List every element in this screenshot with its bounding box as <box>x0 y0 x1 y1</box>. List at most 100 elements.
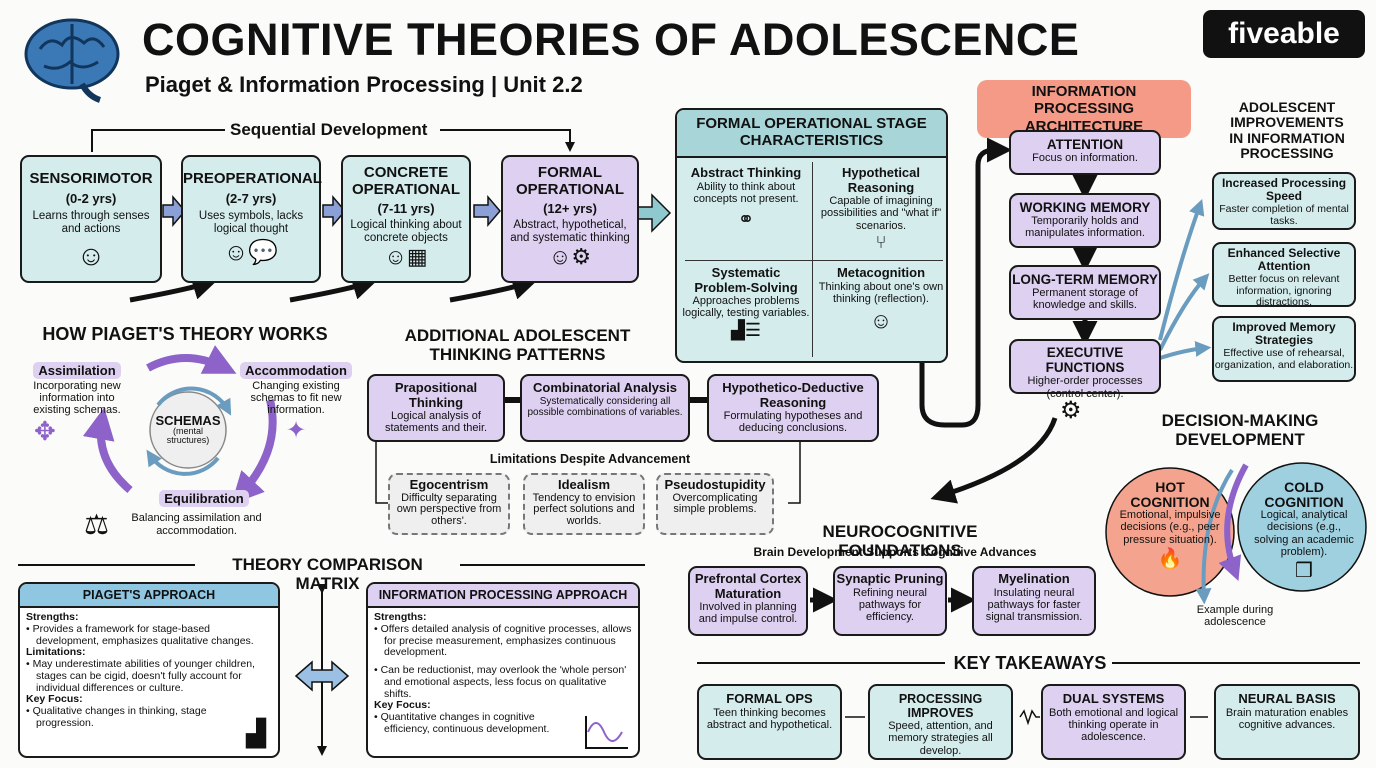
list-item: • Offers detailed analysis of cognitive … <box>374 622 632 659</box>
card-title: INFORMATION PROCESSING APPROACH <box>368 584 638 608</box>
schemas-center: SCHEMAS (mental structures) <box>155 414 221 445</box>
takeaway-title: DUAL SYSTEMS <box>1062 691 1165 706</box>
schemas-label: SCHEMAS <box>155 413 221 428</box>
cell-title: Systematic Problem-Solving <box>694 265 798 295</box>
neuro-pruning: Synaptic Pruning Refining neural pathway… <box>833 566 947 636</box>
stage-title: FORMAL OPERATIONAL <box>515 164 625 198</box>
page-title: COGNITIVE THEORIES OF ADOLESCENCE <box>142 14 1080 65</box>
ip-executive: EXECUTIVE FUNCTIONS Higher-order process… <box>1009 339 1161 400</box>
focus-label: Key Focus: <box>26 693 83 706</box>
formal-cell-systematic: Systematic Problem-Solving Approaches pr… <box>682 265 810 340</box>
pattern-propositional: Prapositional Thinking Logical analysis … <box>367 374 505 442</box>
cell-title: Metacognition <box>836 265 926 280</box>
head-thought-icon: ☺ <box>869 308 893 334</box>
improve-speed: Increased Processing Speed Faster comple… <box>1212 172 1356 230</box>
cold-title: COLD COGNITION <box>1264 479 1344 510</box>
equilibration-block: Equilibration ⚖ Balancing assimilation a… <box>84 490 284 541</box>
gears-dashboard-icon: ⚙ <box>1060 397 1082 424</box>
wave-graph-icon <box>585 716 628 749</box>
ip-desc: Permanent storage of knowledge and skill… <box>1032 287 1138 312</box>
takeaway-desc: Speed, attention, and memory strategies … <box>888 720 993 757</box>
neuro-desc: Insulating neural pathways for faster si… <box>985 586 1083 624</box>
stage-title: CONCRETE OPERATIONAL <box>351 164 461 198</box>
stage-title: SENSORIMOTOR <box>29 170 153 187</box>
focus-label: Key Focus: <box>374 699 431 712</box>
page-subtitle: Piaget & Information Processing | Unit 2… <box>145 72 583 97</box>
accommodation-desc: Changing existing schemas to fit new inf… <box>250 380 342 417</box>
takeaway-desc: Both emotional and logical thinking oper… <box>1048 706 1179 744</box>
decision-heading: DECISION-MAKING DEVELOPMENT <box>1161 411 1319 449</box>
list-item: • Provides a framework for stage-based d… <box>26 622 254 647</box>
improve-desc: Effective use of rehearsal, organization… <box>1214 346 1354 371</box>
stage-desc: Abstract, hypothetical, and systematic t… <box>510 219 630 245</box>
baby-icon: ☺ <box>76 240 106 272</box>
equilibration-desc: Balancing assimilation and accommodation… <box>131 512 262 537</box>
improve-title: Enhanced Selective Attention <box>1227 246 1341 274</box>
equilibration-label: Equilibration <box>159 490 249 507</box>
cold-desc: Logical, analytical decisions (e.g., sol… <box>1254 509 1354 558</box>
limit-idealism: Idealism Tendency to envision perfect so… <box>523 473 645 535</box>
ice-cube-icon: ❒ <box>1295 559 1313 582</box>
expand-shape-icon: ✦ <box>285 417 307 445</box>
child-blocks-icon: ☺▦ <box>384 243 428 269</box>
ip-desc: Focus on information. <box>1032 152 1138 165</box>
stage-age: (2-7 yrs) <box>225 190 277 206</box>
formal-cell-abstract: Abstract Thinking Ability to think about… <box>682 165 810 232</box>
ip-long-term-memory: LONG-TERM MEMORY Permanent storage of kn… <box>1009 265 1161 320</box>
stage-age: (7-11 yrs) <box>377 200 435 216</box>
hot-desc: Emotional, impulsive decisions (e.g., pe… <box>1119 509 1221 546</box>
card-title: PIAGET'S APPROACH <box>20 584 278 608</box>
limitations-label: Limitations: <box>26 646 86 659</box>
flame-icon: 🔥 <box>1157 547 1183 570</box>
stage-preoperational: PREOPERATIONAL (2-7 yrs) Uses symbols, l… <box>181 155 322 283</box>
formal-cell-hypothetical: Hypothetical Reasoning Capable of imagin… <box>817 165 945 252</box>
cell-title: Abstract Thinking <box>690 165 802 180</box>
neuro-title: Synaptic Pruning <box>836 571 944 586</box>
pattern-title: Combinatorial Analysis <box>533 380 677 395</box>
ip-desc: Temporarily holds and manipulates inform… <box>1025 215 1145 240</box>
limit-egocentrism: Egocentrism Difficulty separating own pe… <box>388 473 510 535</box>
cell-title: Hypothetical Reasoning <box>841 165 920 195</box>
limit-desc: Difficulty separating own perspective fr… <box>396 491 502 527</box>
stairs-ladder-icon: ▟☰ <box>731 319 761 340</box>
piaget-heading: HOW PIAGET'S THEORY WORKS <box>42 324 328 344</box>
neuro-desc: Refining neural pathways for efficiency. <box>853 586 927 624</box>
takeaway-dual-systems: DUAL SYSTEMS Both emotional and logical … <box>1041 684 1186 760</box>
improve-heading: ADOLESCENT IMPROVEMENTS IN INFORMATION P… <box>1229 99 1345 162</box>
takeaway-title: NEURAL BASIS <box>1238 691 1336 706</box>
decision-note: Example during adolescence <box>1196 604 1274 628</box>
limit-pseudostupidity: Pseudostupidity Overcomplicating simple … <box>656 473 774 535</box>
fiveable-logo: fiveable <box>1203 10 1365 58</box>
network-icon: ⚭ <box>737 209 755 232</box>
takeaway-desc: Teen thinking becomes abstract and hypot… <box>706 706 833 731</box>
ip-title: ATTENTION <box>1046 137 1124 152</box>
hot-title: HOT COGNITION <box>1130 479 1210 510</box>
takeaway-neural-basis: NEURAL BASIS Brain maturation enables co… <box>1214 684 1360 760</box>
improve-desc: Better focus on relevant information, ig… <box>1228 272 1340 309</box>
ip-approach-card: INFORMATION PROCESSING APPROACH Strength… <box>366 582 640 758</box>
list-item: • Quantitative changes in cognitive effi… <box>374 711 550 735</box>
accommodation-label: Accommodation <box>240 362 352 379</box>
assimilation-desc: Incorporating new information into exist… <box>33 380 121 417</box>
stage-age: (0-2 yrs) <box>65 190 117 206</box>
head-gears-icon: ☺⚙ <box>548 243 592 269</box>
assimilation-block: Assimilation Incorporating new informati… <box>22 362 132 447</box>
stairs-icon: ▟ <box>246 717 266 748</box>
list-item: • May underestimate abilities of younger… <box>26 658 255 694</box>
strengths-label: Strengths: <box>374 611 427 623</box>
accommodation-block: Accommodation Changing existing schemas … <box>237 362 355 445</box>
ip-attention: ATTENTION Focus on information. <box>1009 130 1161 175</box>
neuro-title: Myelination <box>998 571 1070 586</box>
schemas-sublabel: (mental structures) <box>166 426 210 445</box>
strengths-label: Strengths: <box>26 611 79 623</box>
cell-desc: Thinking about one's own thinking (refle… <box>818 280 944 305</box>
ip-title: LONG-TERM MEMORY <box>1012 272 1158 287</box>
ip-title: WORKING MEMORY <box>1019 200 1151 215</box>
stage-desc: Uses symbols, lacks logical thought <box>198 210 304 236</box>
limitations-heading: Limitations Despite Advancement <box>489 452 691 466</box>
pattern-title: Prapositional Thinking <box>394 380 478 410</box>
neuro-prefrontal: Prefrontal Cortex Maturation Involved in… <box>688 566 808 636</box>
limit-desc: Tendency to envision perfect solutions a… <box>532 491 636 527</box>
takeaway-formal-ops: FORMAL OPS Teen thinking becomes abstrac… <box>697 684 842 760</box>
